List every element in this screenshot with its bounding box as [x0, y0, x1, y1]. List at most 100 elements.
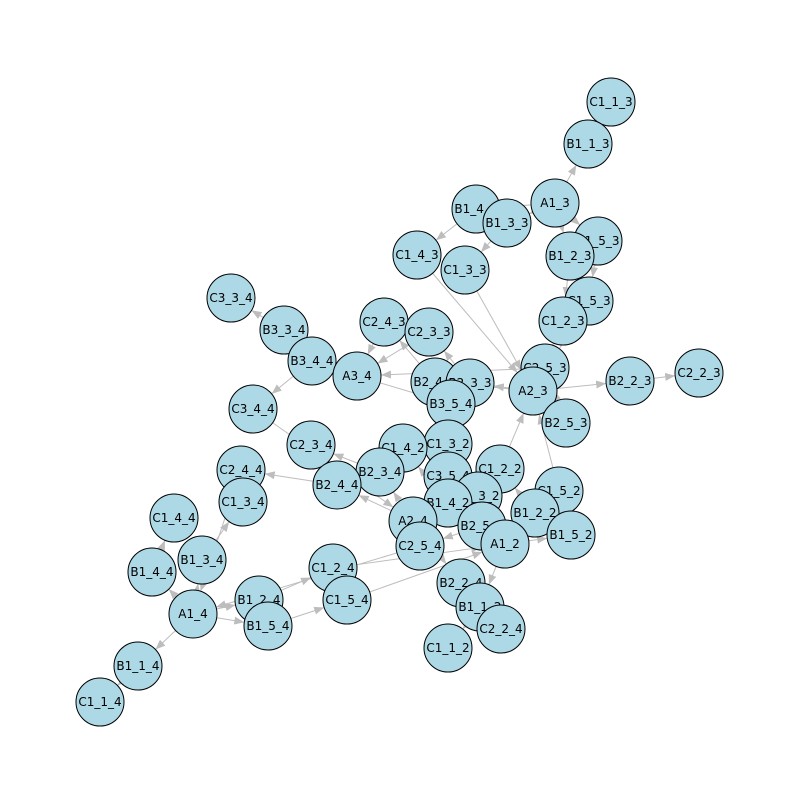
node-label: C1_2_4 [311, 561, 354, 575]
node-C1_1_3[interactable]: C1_1_3 [586, 77, 636, 127]
node-B1_2_2[interactable]: B1_2_2 [510, 488, 560, 538]
node-label: C1_3_3 [443, 263, 486, 277]
node-B3_5_4[interactable]: B3_5_4 [426, 379, 476, 429]
node-C2_2_3[interactable]: C2_2_3 [674, 348, 724, 398]
node-C3_4_4[interactable]: C3_4_4 [228, 384, 278, 434]
node-B1_1_3[interactable]: B1_1_3 [563, 119, 613, 169]
node-circle [476, 604, 526, 654]
node-B2_4_4[interactable]: B2_4_4 [312, 460, 362, 510]
node-label: C2_4_4 [219, 463, 262, 477]
edge-C1_4_3-to-A2_3 [432, 272, 518, 374]
node-A2_3[interactable]: A2_3 [508, 366, 558, 416]
node-label: B1_4_2 [426, 496, 469, 510]
edge-A1_4-to-B1_1_4 [155, 630, 176, 650]
node-B1_5_2[interactable]: B1_5_2 [546, 510, 596, 560]
node-label: C1_1_3 [589, 95, 632, 109]
node-B1_2_3[interactable]: B1_2_3 [545, 231, 595, 281]
node-C1_3_4[interactable]: C1_3_4 [218, 477, 268, 527]
node-circle [674, 348, 724, 398]
node-label: B1_5_2 [549, 528, 592, 542]
node-label: B1_5_4 [246, 619, 289, 633]
node-C1_5_4[interactable]: C1_5_4 [322, 575, 372, 625]
node-B1_1_4[interactable]: B1_1_4 [113, 641, 163, 691]
node-circle [605, 356, 655, 406]
node-label: A1_4 [178, 607, 207, 621]
node-circle [546, 510, 596, 560]
node-B1_4_4[interactable]: B1_4_4 [127, 547, 177, 597]
edge-B2_4_3-to-C2_4_3 [399, 339, 420, 365]
node-label: B2_5_3 [544, 416, 587, 430]
node-A1_3[interactable]: A1_3 [530, 178, 580, 228]
node-label: A2_3 [518, 384, 547, 398]
node-label: B1_1_3 [566, 137, 609, 151]
node-circle [218, 477, 268, 527]
node-label: A1_3 [540, 196, 569, 210]
node-circle [545, 231, 595, 281]
node-label: B2_4_4 [315, 478, 358, 492]
node-B1_5_4[interactable]: B1_5_4 [243, 601, 293, 651]
node-A3_4[interactable]: A3_4 [332, 351, 382, 401]
node-C1_2_3[interactable]: C1_2_3 [538, 296, 588, 346]
node-C1_3_3[interactable]: C1_3_3 [440, 245, 490, 295]
node-C3_3_4[interactable]: C3_3_4 [206, 273, 256, 323]
node-C2_2_4[interactable]: C2_2_4 [476, 604, 526, 654]
node-label: C3_3_4 [209, 291, 252, 305]
node-circle [312, 460, 362, 510]
edge-A2_3-to-B2_2_3 [556, 380, 607, 390]
node-C2_4_3[interactable]: C2_4_3 [359, 297, 409, 347]
node-C2_5_4[interactable]: C2_5_4 [395, 521, 445, 571]
edge-B1_4_4-to-C1_4_4 [157, 540, 166, 551]
edge-C1_3_3-to-A2_3 [476, 290, 522, 371]
edge-B1_3_4-to-C1_3_4 [215, 521, 230, 541]
edge-B1_1_2-to-C1_1_2 [462, 618, 473, 630]
node-circle [127, 547, 177, 597]
node-B1_3_3[interactable]: B1_3_3 [482, 198, 532, 248]
edge-B1_4_3-to-C1_4_3 [435, 223, 458, 241]
edge-B2_3_4-to-C2_3_4 [333, 453, 358, 464]
node-circle [287, 336, 337, 386]
edge-B1_2_2-to-C1_2_2 [514, 487, 525, 499]
edge-A1_4-to-B1_5_4 [216, 616, 245, 625]
node-label: C1_1_2 [426, 641, 469, 655]
node-B3_3_4[interactable]: B3_3_4 [259, 305, 309, 355]
node-label: B1_1_4 [116, 659, 159, 673]
node-label: C2_5_4 [398, 539, 441, 553]
node-B2_5_3[interactable]: B2_5_3 [541, 398, 591, 448]
node-C1_1_2[interactable]: C1_1_2 [423, 623, 473, 673]
node-C1_1_4[interactable]: C1_1_4 [75, 677, 125, 727]
node-B2_2_3[interactable]: B2_2_3 [605, 356, 655, 406]
edge-B1_2_4-to-C1_2_4 [280, 577, 312, 591]
node-circle [395, 521, 445, 571]
edge-B3_4_4-to-C3_4_4 [271, 375, 294, 395]
node-label: C1_4_4 [152, 511, 195, 525]
node-C1_4_4[interactable]: C1_4_4 [149, 493, 199, 543]
edge-A1_3-to-B1_1_3 [566, 164, 577, 183]
node-label: C1_2_3 [541, 314, 584, 328]
node-C2_3_3[interactable]: C2_3_3 [404, 307, 454, 357]
node-label: C1_3_4 [221, 495, 264, 509]
edge-A1_4-to-B1_3_4 [192, 583, 201, 595]
node-B3_4_4[interactable]: B3_4_4 [287, 336, 337, 386]
edge-C1_5_2-to-A2_3 [537, 414, 554, 468]
node-circle [243, 601, 293, 651]
node-A1_2[interactable]: A1_2 [480, 519, 530, 569]
node-C1_4_3[interactable]: C1_4_3 [392, 230, 442, 280]
node-C1_2_2[interactable]: C1_2_2 [475, 444, 525, 494]
edge-B1_1_4-to-C1_1_4 [117, 675, 128, 686]
edge-A2_3-to-B2_3_3 [493, 383, 510, 392]
node-A1_4[interactable]: A1_4 [168, 589, 218, 639]
node-circle [75, 677, 125, 727]
node-circle [322, 575, 372, 625]
node-label: B2_2_3 [608, 374, 651, 388]
node-label: C1_2_2 [478, 462, 521, 476]
node-B1_3_4[interactable]: B1_3_4 [177, 535, 227, 585]
node-B2_3_4[interactable]: B2_3_4 [355, 447, 405, 497]
node-C2_3_4[interactable]: C2_3_4 [286, 420, 336, 470]
node-label: B1_2_2 [513, 506, 556, 520]
edge-B2_3_3-to-C2_3_3 [443, 350, 456, 365]
node-label: C2_3_4 [289, 438, 332, 452]
edge-A1_2-to-B1_1_2 [488, 566, 497, 585]
node-circle [423, 623, 473, 673]
node-circle [259, 305, 309, 355]
node-label: B3_5_4 [429, 397, 472, 411]
